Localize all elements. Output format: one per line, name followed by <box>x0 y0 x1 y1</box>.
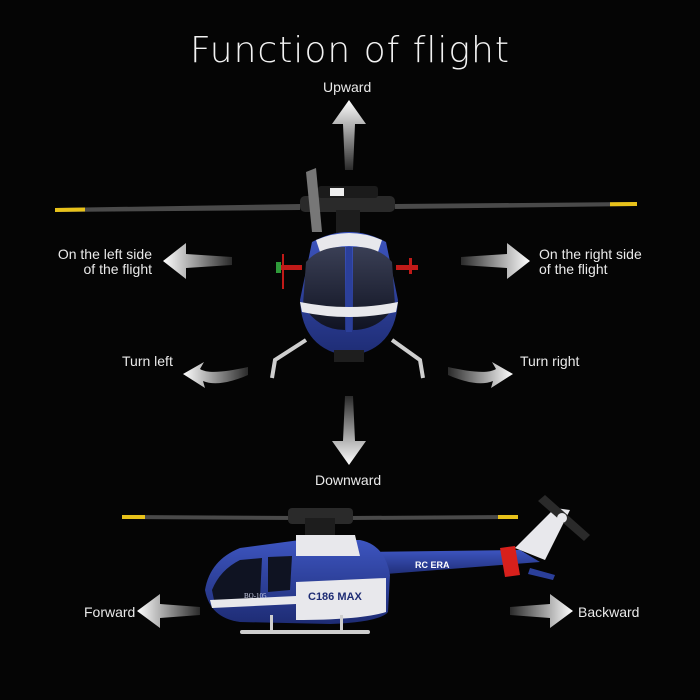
downward-arrow-icon <box>332 396 366 465</box>
turn-right-arrow-icon <box>448 362 513 388</box>
forward-label: Forward <box>84 604 136 620</box>
backward-label: Backward <box>578 604 640 620</box>
left-side-label-line2: of the flight <box>83 261 153 277</box>
right-side-label-line1: On the right side <box>539 246 642 262</box>
turn-left-label: Turn left <box>122 353 173 369</box>
helicopter-front-view <box>55 168 637 379</box>
upward-label: Upward <box>323 79 372 95</box>
upward-arrow-icon <box>332 100 366 170</box>
forward-arrow-icon <box>137 594 200 628</box>
right-side-arrow-icon <box>461 243 530 279</box>
left-side-arrow-icon <box>163 243 232 279</box>
backward-arrow-icon <box>510 594 573 628</box>
page-title: Function of flight <box>190 30 510 71</box>
helicopter-side-view <box>122 495 590 634</box>
right-side-label-line2: of the flight <box>539 261 608 277</box>
turn-right-label: Turn right <box>520 353 580 369</box>
left-side-label-line1: On the left side <box>57 246 152 262</box>
downward-label: Downward <box>315 472 382 488</box>
model-marking: C186 MAX <box>308 591 362 603</box>
right-side-label: On the right side of the flight <box>539 247 679 277</box>
turn-left-arrow-icon <box>183 362 248 388</box>
tail-number-marking: BO-105 <box>244 592 267 600</box>
left-side-label: On the left side of the flight <box>40 247 152 277</box>
brand-marking: RC ERA <box>415 560 450 570</box>
